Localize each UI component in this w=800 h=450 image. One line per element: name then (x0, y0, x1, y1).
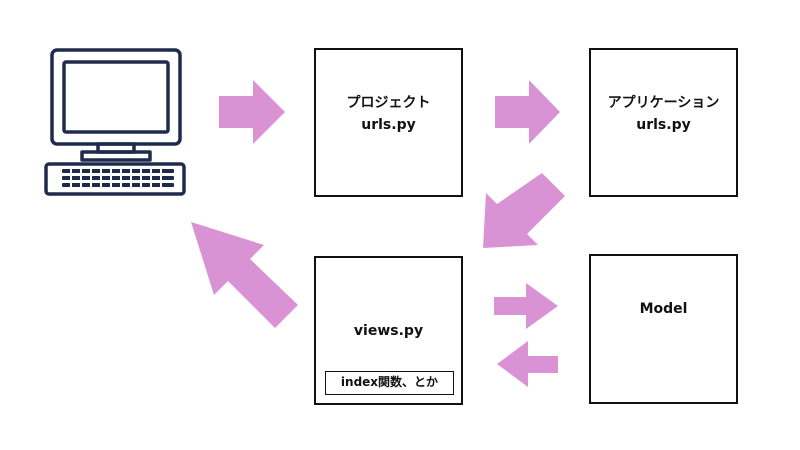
arrow-views-to-model (494, 283, 558, 329)
views-sub-label: index関数、とか (325, 371, 454, 395)
project-urls-filename: urls.py (361, 117, 416, 133)
arrow-project-urls-to-app-urls (495, 80, 560, 144)
app-urls-title: アプリケーション (607, 95, 720, 111)
project-urls-label: プロジェクト urls.py (316, 92, 461, 136)
arrow-computer-to-project-urls (219, 80, 285, 144)
app-urls-filename: urls.py (636, 117, 691, 133)
arrow-app-urls-to-views (483, 173, 565, 248)
app-urls-label: アプリケーション urls.py (591, 92, 736, 136)
views-label: views.py (353, 323, 424, 339)
arrow-model-to-views (497, 341, 558, 387)
model-label: Model (639, 301, 688, 317)
project-urls-box: プロジェクト urls.py (314, 48, 463, 197)
app-urls-box: アプリケーション urls.py (589, 48, 738, 197)
model-box: Model (589, 254, 738, 404)
views-box: views.py index関数、とか (314, 256, 463, 405)
arrow-views-to-computer (191, 222, 298, 328)
project-urls-title: プロジェクト (346, 95, 431, 111)
